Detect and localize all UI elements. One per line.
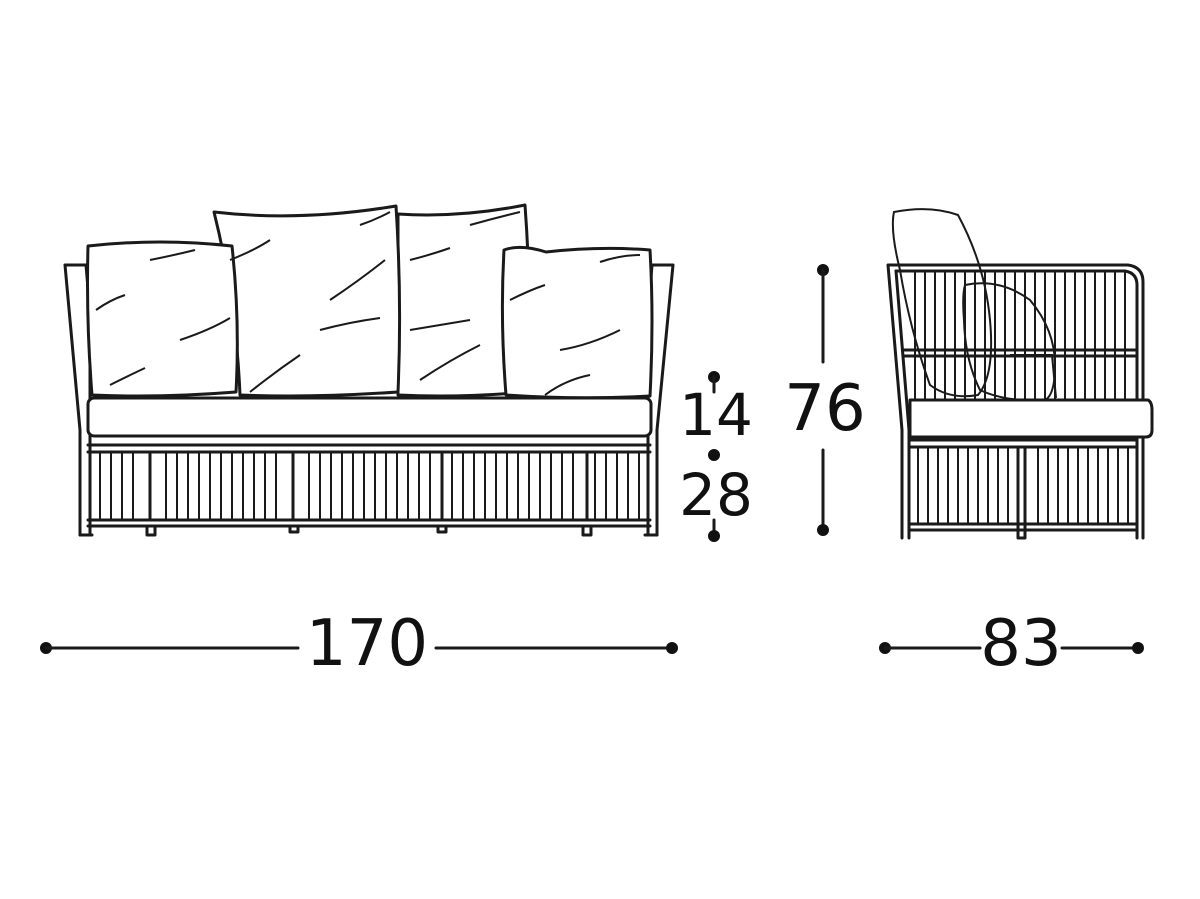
depth-dimension: 83: [879, 607, 1144, 681]
depth-end-dot: [1132, 642, 1144, 654]
width-dimension: 170: [40, 607, 678, 681]
side-back-pillow: [891, 208, 993, 398]
side-arm-pillow: [962, 282, 1057, 402]
side-frame-outline: [886, 263, 1145, 540]
cushion-bottom-dot: [708, 449, 720, 461]
side-slats: [914, 271, 1129, 524]
sofa-front-view: [63, 203, 675, 537]
side-seat-cushion: [908, 398, 1154, 439]
seat-height-label: 28: [679, 461, 753, 529]
front-slats: [99, 452, 640, 520]
back-pillow-4: [500, 245, 654, 400]
seat-bottom-dot: [708, 530, 720, 542]
sofa-side-view: [886, 208, 1154, 540]
depth-label: 83: [980, 607, 1061, 681]
width-end-dot: [666, 642, 678, 654]
back-pillow-2: [212, 204, 402, 398]
height-dimension: 76: [784, 264, 866, 536]
back-pillow-1: [86, 240, 239, 398]
seat-dimension: 14 28: [679, 371, 753, 542]
height-label: 76: [784, 372, 865, 446]
seat-cushion: [86, 396, 653, 438]
height-bottom-dot: [817, 524, 829, 536]
width-label: 170: [306, 607, 428, 681]
cushion-height-label: 14: [679, 381, 753, 449]
